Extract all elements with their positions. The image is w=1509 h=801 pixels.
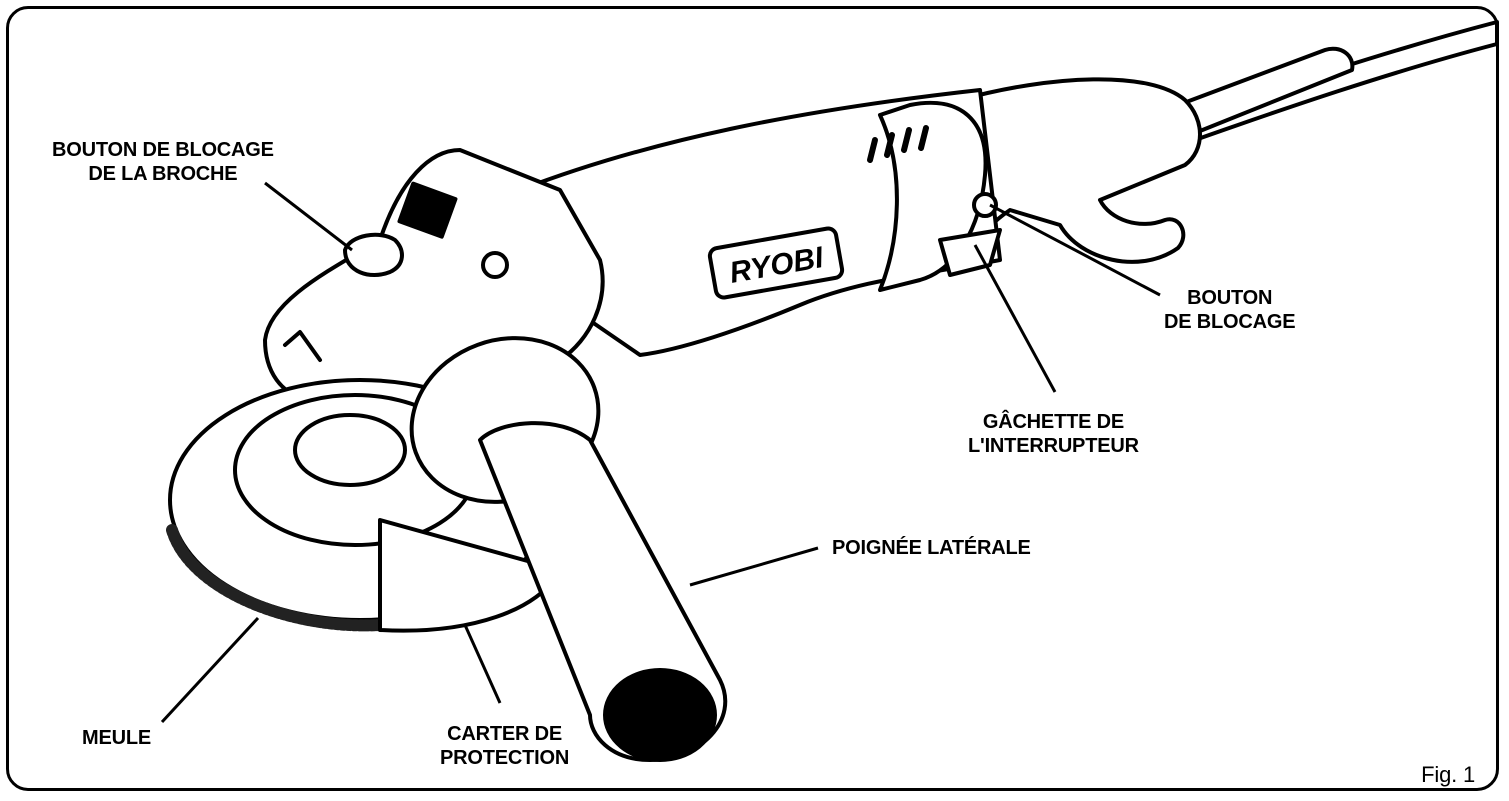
label-line: POIGNÉE LATÉRALE	[832, 537, 1031, 559]
label-line: PROTECTION	[440, 747, 570, 769]
label-wheel-guard: CARTER DE PROTECTION	[440, 722, 569, 770]
label-line: BOUTON DE BLOCAGE	[52, 139, 274, 161]
switch-trigger	[938, 228, 1002, 277]
label-line: BOUTON	[1187, 287, 1273, 309]
label-line: MEULE	[82, 727, 152, 749]
leader-lock-button	[989, 203, 1161, 297]
wheel-abrasive-edge	[166, 524, 386, 632]
leader-wheel	[160, 616, 260, 724]
lock-button-icon	[972, 192, 998, 218]
label-line: DE BLOCAGE	[1164, 311, 1296, 333]
power-cord	[1183, 20, 1499, 142]
leader-guard	[463, 624, 502, 704]
label-lock-button: BOUTON DE BLOCAGE	[1164, 286, 1296, 334]
label-switch-trigger: GÂCHETTE DE L'INTERRUPTEUR	[968, 410, 1139, 458]
screw-icon	[481, 251, 509, 279]
vent-slots-icon	[867, 125, 929, 163]
leader-switch-trigger	[973, 244, 1057, 393]
spindle-lock-button	[343, 232, 404, 277]
label-line: DE LA BROCHE	[88, 163, 238, 185]
label-spindle-lock-button: BOUTON DE BLOCAGE DE LA BROCHE	[52, 138, 274, 186]
wheel-hub	[293, 413, 407, 487]
figure-number: Fig. 1	[1421, 762, 1475, 787]
label-grinding-wheel: MEULE	[82, 726, 151, 750]
leader-lines	[160, 181, 1161, 724]
label-line: CARTER DE	[447, 723, 562, 745]
brand-badge: RYOBI	[707, 226, 845, 300]
arrow-mark-icon	[283, 330, 322, 362]
handle-end-cap	[603, 668, 717, 762]
leader-side-handle	[689, 546, 819, 587]
label-side-handle: POIGNÉE LATÉRALE	[832, 536, 1031, 560]
figure-frame	[6, 6, 1499, 791]
rear-handle	[958, 77, 1202, 264]
leader-spindle-lock	[264, 181, 353, 252]
grip-slot	[397, 181, 458, 239]
cord-strain-relief	[1163, 46, 1355, 137]
label-line: GÂCHETTE DE	[982, 411, 1124, 433]
label-line: L'INTERRUPTEUR	[968, 435, 1139, 457]
